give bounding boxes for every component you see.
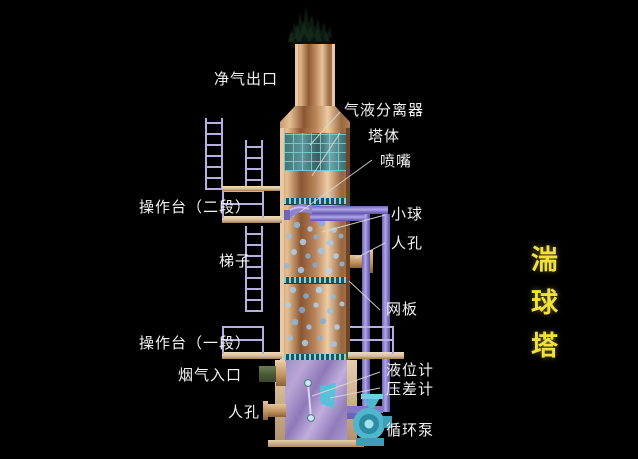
skirt-left <box>275 360 285 446</box>
platform-top-deck <box>222 186 280 191</box>
platform-stage1-post-right <box>262 326 264 354</box>
label-clean-gas-outlet: 净气出口 <box>214 70 279 88</box>
base-plate <box>268 440 364 447</box>
label-circulation-pump: 循环泵 <box>386 421 435 439</box>
platform-stage2-post-right <box>262 190 264 218</box>
platform-stage2-deck <box>222 216 282 223</box>
platform-stage1-post-right-a <box>392 326 394 354</box>
label-flue-gas-inlet: 烟气入口 <box>178 366 243 384</box>
ladder-middle <box>245 226 263 312</box>
circulation-riser-inner <box>362 214 370 414</box>
skirt-right <box>347 360 357 446</box>
platform-stage1-deck-left <box>222 352 282 359</box>
manhole-upper-flange <box>368 250 373 273</box>
diagram-title: 湍球塔 <box>526 245 557 374</box>
tower-transition-cone <box>280 106 350 130</box>
stack-edge-right <box>332 44 335 106</box>
manhole-lower <box>266 404 286 417</box>
leader-mesh-plate <box>348 280 381 311</box>
circulation-riser-outer <box>382 214 390 412</box>
platform-stage1-post-left <box>222 326 224 354</box>
label-tower-body: 塔体 <box>368 127 401 145</box>
stack-edge-left <box>295 44 298 106</box>
platform-stage1-rail-top-left <box>222 326 264 328</box>
small-balls-lower <box>285 286 345 347</box>
label-manhole-upper: 人孔 <box>391 234 424 252</box>
circulation-pump-icon <box>353 394 392 446</box>
bottom-sump <box>285 360 347 442</box>
label-platform-stage1: 操作台（一段） <box>139 334 252 352</box>
label-gas-liquid-separator: 气液分离器 <box>344 101 425 119</box>
platform-stage2-post-left <box>222 190 224 218</box>
level-gauge-icon <box>304 379 315 422</box>
leader-spray-nozzle <box>299 159 373 213</box>
label-spray-nozzle: 喷嘴 <box>380 152 413 170</box>
leader-level-gauge <box>311 371 381 397</box>
ladder-upper-right <box>245 140 263 192</box>
grid-plate-bottom <box>284 354 346 360</box>
tower-edge-right <box>346 128 350 360</box>
label-level-gauge: 液位计 <box>386 361 435 379</box>
manhole-lower-flange <box>263 401 268 420</box>
leader-tower-body <box>311 132 341 177</box>
platform-stage1-rail-top-right <box>350 326 394 328</box>
platform-stage2-rail-mid <box>222 203 264 205</box>
leader-dp-gauge <box>329 387 381 399</box>
platform-stage1-rail-mid-left <box>222 339 264 341</box>
label-small-ball: 小球 <box>391 205 424 223</box>
leader-gas-liquid-separator <box>309 111 341 146</box>
label-ladder: 梯子 <box>219 252 252 270</box>
grid-plate-middle <box>284 277 346 283</box>
leader-manhole-upper <box>355 242 386 259</box>
label-manhole-lower: 人孔 <box>228 403 261 421</box>
platform-stage2-rail-top <box>222 190 264 192</box>
label-mesh-plate: 网板 <box>386 300 419 318</box>
leader-small-ball <box>321 214 386 233</box>
ladder-top <box>205 118 223 190</box>
label-platform-stage2: 操作台（二段） <box>139 198 252 216</box>
circulation-header-outer <box>310 206 388 214</box>
platform-stage1-deck-right <box>348 352 404 359</box>
platform-stage1-rail-mid-right <box>350 339 394 341</box>
stack-upper <box>295 44 335 106</box>
flue-gas-inlet-flange <box>276 362 286 386</box>
tower-edge-left <box>280 128 284 360</box>
label-differential-pressure-gauge: 压差计 <box>386 380 435 398</box>
circulation-header-inner <box>310 214 364 221</box>
